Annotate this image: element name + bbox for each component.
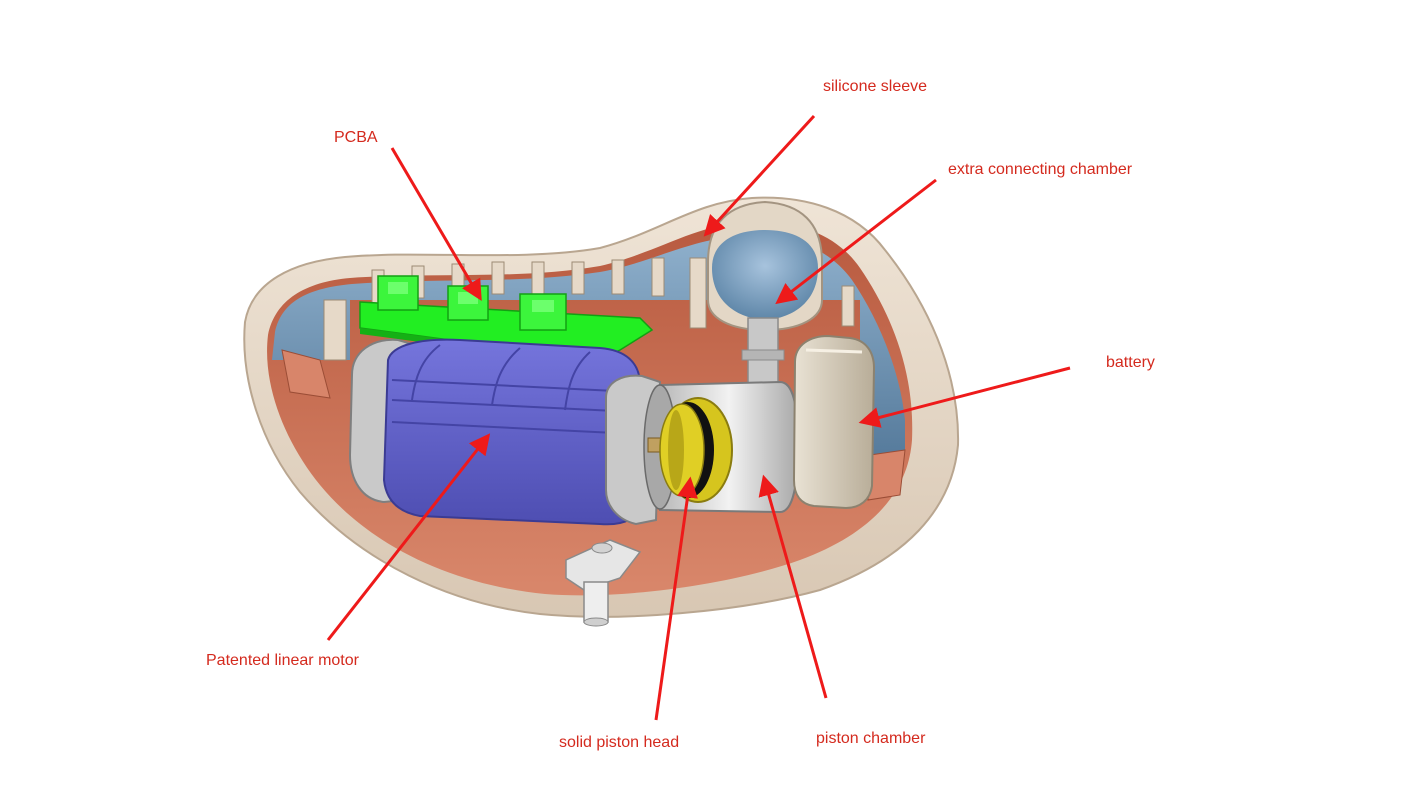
- label-extra-connecting-chamber: extra connecting chamber: [948, 161, 1133, 178]
- annotation-arrows: [326, 114, 1071, 721]
- battery: [792, 334, 876, 510]
- arrow-extra-connecting-chamber: [775, 178, 937, 305]
- nozzle-fitting: [565, 539, 642, 627]
- motor-coil-lines: [391, 344, 637, 435]
- label-piston-chamber: piston chamber: [816, 730, 926, 747]
- arrow-piston-chamber: [758, 474, 828, 699]
- label-solid-piston-head: solid piston head: [559, 734, 680, 751]
- floor-ridges: [281, 349, 906, 501]
- label-silicone-sleeve: silicone sleeve: [823, 78, 928, 95]
- label-linear-motor: Patented linear motor: [206, 652, 359, 669]
- arrow-silicone-sleeve: [703, 114, 816, 237]
- arrow-battery: [858, 366, 1071, 428]
- arrow-solid-piston-head: [654, 476, 698, 721]
- arrow-linear-motor: [326, 433, 491, 641]
- label-battery: battery: [1106, 354, 1155, 371]
- solid-piston-head: [659, 397, 733, 503]
- label-pcba: PCBA: [334, 129, 378, 146]
- arrow-pcba: [390, 147, 482, 302]
